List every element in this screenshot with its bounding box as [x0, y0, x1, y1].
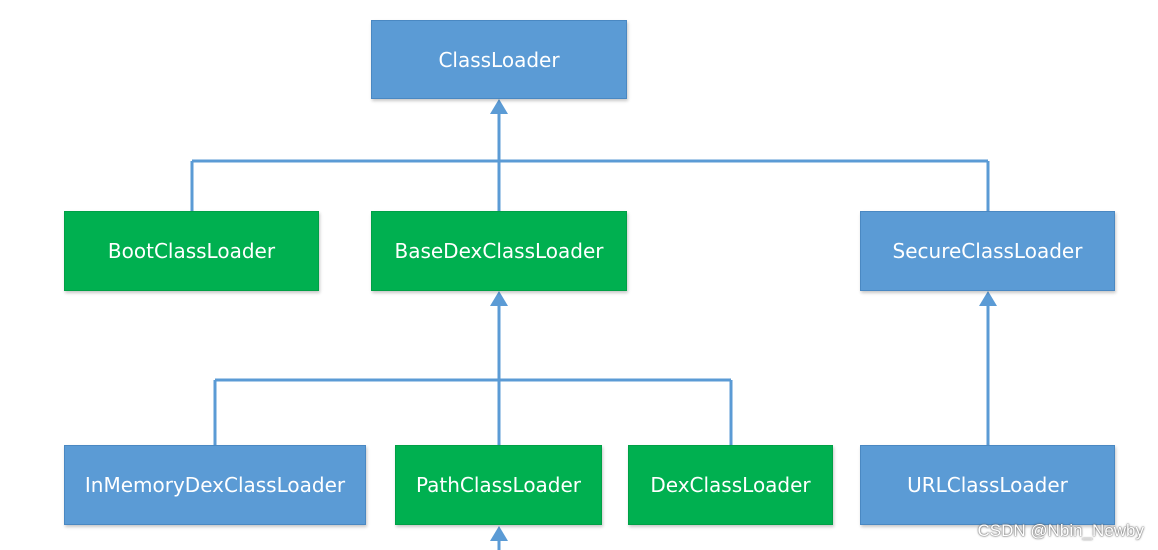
node-basedexclassloader: BaseDexClassLoader — [371, 211, 627, 291]
node-inmemorydexclassloader: InMemoryDexClassLoader — [64, 445, 366, 525]
node-secureclassloader: SecureClassLoader — [860, 211, 1115, 291]
watermark: CSDN @Nbin_Newby — [977, 521, 1144, 540]
arrow-up-icon — [490, 99, 508, 114]
arrow-up-icon — [490, 291, 508, 306]
node-pathclassloader: PathClassLoader — [395, 445, 602, 525]
node-bootclassloader: BootClassLoader — [64, 211, 319, 291]
node-urlclassloader: URLClassLoader — [860, 445, 1115, 525]
arrow-up-icon — [490, 526, 508, 541]
arrow-up-icon — [979, 291, 997, 306]
node-classloader: ClassLoader — [371, 20, 627, 99]
node-dexclassloader: DexClassLoader — [628, 445, 833, 525]
